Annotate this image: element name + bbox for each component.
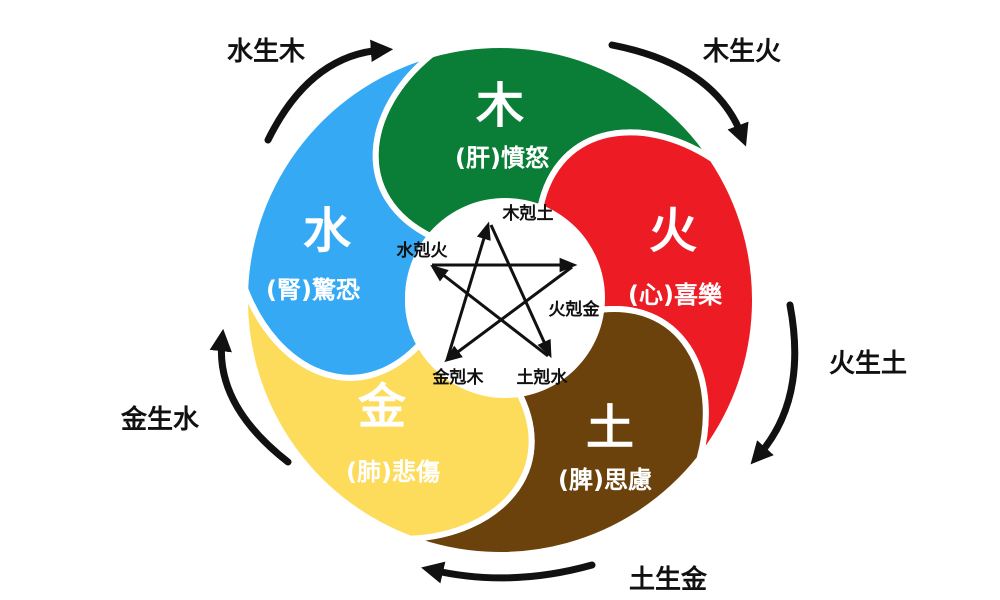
generating-arrows — [209, 39, 799, 584]
ctrl-fire-metal — [444, 265, 573, 363]
fire-organ: (心)喜樂 — [628, 281, 723, 309]
label-water-fire: 水剋火 — [397, 240, 449, 261]
label-fire-metal: 火剋金 — [549, 299, 601, 320]
label-earth-metal: 土生金 — [629, 564, 708, 595]
wood-organ: (肝)憤怒 — [455, 144, 549, 172]
label-fire-earth: 火生土 — [829, 349, 907, 379]
ctrl-earth-water — [430, 264, 549, 358]
wood-char: 木 — [476, 78, 524, 134]
label-wood-earth: 木剋土 — [502, 203, 554, 224]
arrow-earth-metal — [421, 561, 596, 584]
arrow-water-wood — [264, 39, 394, 144]
earth-char: 土 — [586, 400, 634, 456]
controlling-star — [430, 221, 578, 363]
label-metal-water: 金生水 — [120, 404, 200, 435]
metal-organ: (肺)悲傷 — [346, 458, 440, 486]
arrow-metal-water — [209, 328, 292, 466]
water-organ: (腎)驚恐 — [266, 276, 360, 304]
water-char: 水 — [303, 203, 352, 259]
label-earth-water: 土剋水 — [517, 367, 569, 388]
earth-organ: (脾)思慮 — [558, 466, 652, 494]
label-wood-fire: 木生火 — [702, 37, 781, 67]
fire-char: 火 — [649, 203, 697, 259]
metal-char: 金 — [357, 379, 407, 435]
label-metal-wood: 金剋木 — [432, 367, 485, 388]
element-ring — [241, 42, 758, 558]
arrow-fire-earth — [750, 301, 799, 465]
arrow-wood-fire — [608, 41, 749, 147]
label-water-wood: 水生木 — [227, 37, 305, 67]
ctrl-wood-earth — [489, 224, 552, 359]
